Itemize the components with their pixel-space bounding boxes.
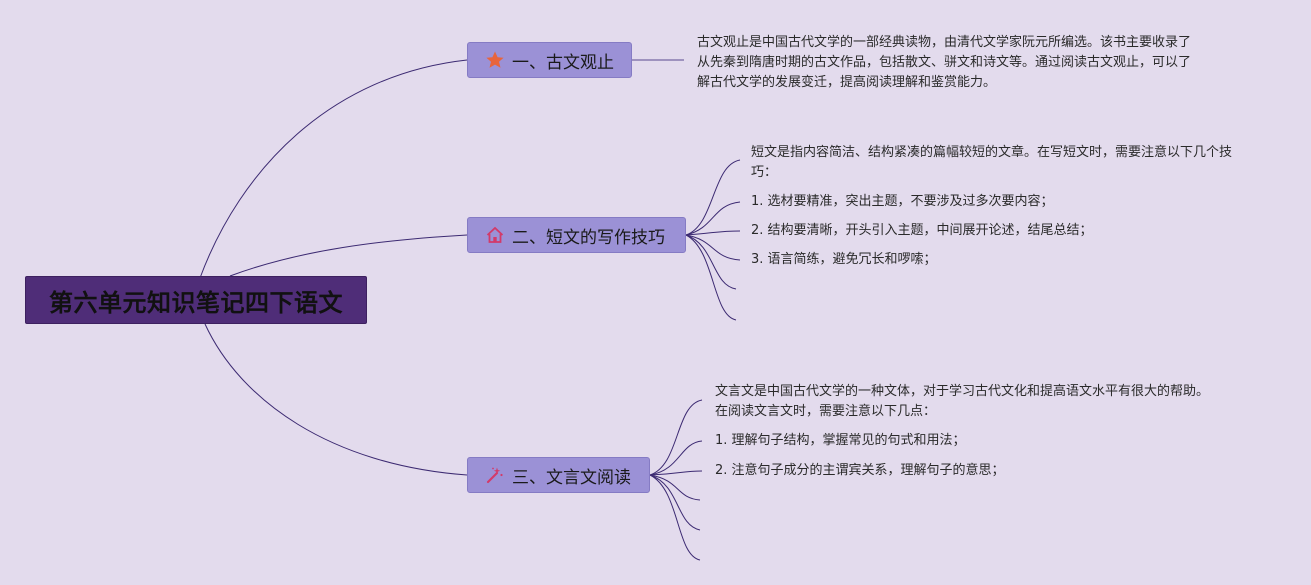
note-short-essay-intro: 短文是指内容简洁、结构紧凑的篇幅较短的文章。在写短文时，需要注意以下几个技巧： [751, 143, 1246, 183]
note-classical-chinese-point-2: 2. 注意句子成分的主谓宾关系，理解句子的意思； [715, 461, 1210, 481]
note-classical-chinese-intro: 文言文是中国古代文学的一种文体，对于学习古代文化和提高语文水平有很大的帮助。在阅… [715, 382, 1210, 422]
connector-root-branch-1 [199, 59, 468, 279]
root-topic[interactable]: 第六单元知识笔记四下语文 [25, 276, 367, 324]
note-text: 2. 结构要清晰，开头引入主题，中间展开论述，结尾总结； [751, 223, 1093, 238]
home-icon [484, 224, 506, 246]
magic-wand-icon [484, 464, 506, 486]
connector-branch-2-note-4 [685, 234, 741, 261]
note-short-essay-tip-2: 2. 结构要清晰，开头引入主题，中间展开论述，结尾总结； [751, 221, 1246, 241]
connector-branch-2-tail-2 [685, 234, 737, 321]
branch-classical-chinese-reading[interactable]: 三、文言文阅读 [467, 457, 650, 493]
branch-short-essay-writing[interactable]: 二、短文的写作技巧 [467, 217, 686, 253]
note-text: 古文观止是中国古代文学的一部经典读物，由清代文学家阮元所编选。该书主要收录了从先… [697, 35, 1192, 90]
root-title: 第六单元知识笔记四下语文 [49, 288, 343, 317]
note-classical-chinese-point-1: 1. 理解句子结构，掌握常见的句式和用法； [715, 431, 1210, 451]
connector-root-branch-2 [229, 234, 468, 277]
connector-branch-3-note-3 [649, 470, 703, 476]
connector-branch-2-tail-1 [685, 234, 737, 290]
star-icon [484, 49, 506, 71]
note-text: 短文是指内容简洁、结构紧凑的篇幅较短的文章。在写短文时，需要注意以下几个技巧： [751, 145, 1233, 180]
branch-guwenguanzhi[interactable]: 一、古文观止 [467, 42, 632, 78]
connector-branch-3-note-2 [649, 440, 703, 476]
note-text: 1. 选材要精准，突出主题，不要涉及过多次要内容； [751, 194, 1054, 209]
note-text: 3. 语言简练，避免冗长和啰嗦； [751, 252, 937, 267]
branch-label: 三、文言文阅读 [512, 467, 631, 488]
note-text: 文言文是中国古代文学的一种文体，对于学习古代文化和提高语文水平有很大的帮助。在阅… [715, 384, 1210, 419]
branch-label: 二、短文的写作技巧 [512, 227, 665, 248]
connector-branch-2-note-1 [685, 159, 741, 236]
connector-branch-3-tail-3 [649, 474, 701, 561]
connector-root-branch-3 [204, 323, 468, 476]
connector-branch-2-note-3 [685, 230, 741, 236]
connector-branch-2-note-2 [685, 201, 741, 236]
connector-branch-3-tail-2 [649, 474, 701, 531]
branch-label: 一、古文观止 [512, 52, 614, 73]
note-text: 2. 注意句子成分的主谓宾关系，理解句子的意思； [715, 463, 1005, 478]
note-text: 1. 理解句子结构，掌握常见的句式和用法； [715, 433, 966, 448]
connector-branch-3-note-1 [649, 399, 703, 476]
note-short-essay-tip-3: 3. 语言简练，避免冗长和啰嗦； [751, 250, 1246, 270]
note-short-essay-tip-1: 1. 选材要精准，突出主题，不要涉及过多次要内容； [751, 192, 1246, 212]
connector-branch-3-tail-1 [649, 474, 701, 501]
note-guwenguanzhi: 古文观止是中国古代文学的一部经典读物，由清代文学家阮元所编选。该书主要收录了从先… [697, 33, 1192, 93]
